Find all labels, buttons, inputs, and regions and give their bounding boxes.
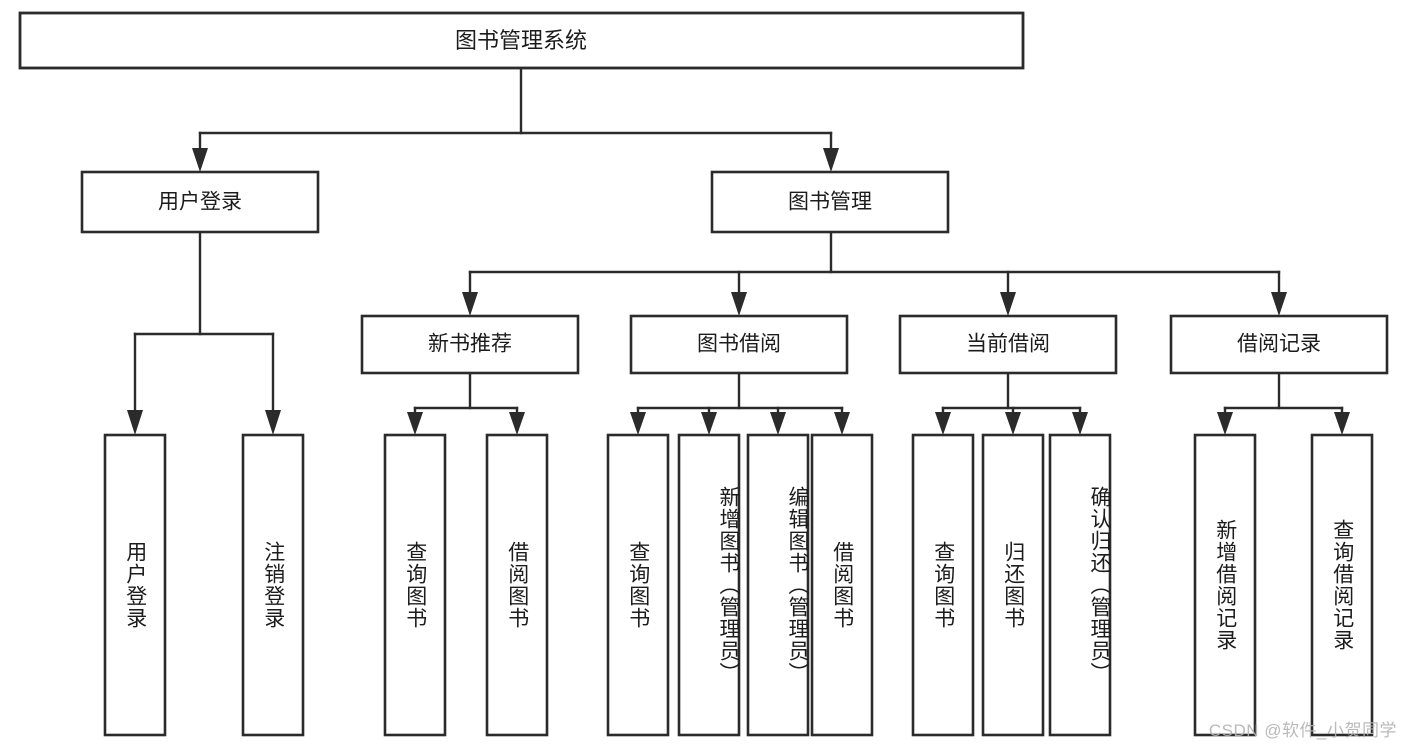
node-leaf-edit-book-admin-box[interactable]	[746, 433, 810, 737]
node-leaf-add-book-admin-box[interactable]	[677, 433, 741, 737]
node-user-login[interactable]: 用户登录	[80, 170, 320, 234]
arrowhead-user-login	[192, 148, 208, 172]
arrowhead-book-management	[823, 148, 839, 172]
arrowhead-leaf-confirm-return-admin	[1072, 412, 1088, 435]
node-borrow-record-label: 借阅记录	[1237, 333, 1321, 356]
node-book-borrow-box[interactable]	[629, 314, 849, 375]
arrowhead-book-borrow	[731, 292, 747, 316]
arrowhead-current-borrow	[1000, 292, 1016, 316]
node-leaf-borrow-book-box[interactable]	[810, 433, 874, 737]
node-new-book-recommend[interactable]: 新书推荐	[360, 314, 580, 375]
arrowhead-leaf-borrow-book	[834, 412, 850, 435]
arrowhead-leaf-user-login	[127, 410, 143, 435]
node-leaf-query-book-borrow-box[interactable]	[606, 433, 670, 737]
node-book-management[interactable]: 图书管理	[710, 170, 950, 234]
csdn-watermark: CSDN @软件_小贺同学	[1208, 721, 1397, 740]
arrowhead-new-book-recommend	[462, 292, 478, 316]
node-leaf-query-borrow-record-box[interactable]	[1310, 433, 1374, 737]
node-root-label: 图书管理系统	[455, 28, 587, 53]
node-new-book-recommend-label: 新书推荐	[428, 333, 512, 356]
arrowhead-leaf-borrow-book-recommend	[509, 412, 525, 435]
node-borrow-record[interactable]: 借阅记录	[1169, 314, 1389, 375]
leaf-boxes-layer	[103, 433, 1374, 737]
node-root[interactable]: 图书管理系统	[18, 11, 1025, 70]
arrowhead-leaf-query-book-current	[935, 412, 951, 435]
arrowhead-leaf-add-borrow-record	[1217, 412, 1233, 435]
arrowhead-leaf-edit-book-admin	[770, 412, 786, 435]
arrowhead-leaf-return-book	[1005, 412, 1021, 435]
arrowhead-borrow-record	[1271, 292, 1287, 316]
connector-layer	[127, 66, 1350, 435]
node-book-management-label: 图书管理	[788, 191, 872, 214]
node-leaf-borrow-book-recommend-box[interactable]	[485, 433, 549, 737]
node-current-borrow[interactable]: 当前借阅	[898, 314, 1118, 375]
arrowhead-leaf-query-book-borrow	[630, 412, 646, 435]
arrowhead-leaf-add-book-admin	[701, 412, 717, 435]
arrowhead-leaf-query-borrow-record	[1334, 412, 1350, 435]
node-leaf-confirm-return-admin-box[interactable]	[1048, 433, 1112, 737]
arrowhead-leaf-query-book-recommend	[407, 412, 423, 435]
node-new-book-recommend-box[interactable]	[360, 314, 580, 375]
node-leaf-add-borrow-record-box[interactable]	[1193, 433, 1257, 737]
node-root-box[interactable]	[18, 11, 1025, 70]
node-leaf-user-login-box[interactable]	[103, 433, 167, 737]
node-current-borrow-box[interactable]	[898, 314, 1118, 375]
node-book-borrow-label: 图书借阅	[697, 333, 781, 356]
node-book-management-box[interactable]	[710, 170, 950, 234]
node-leaf-return-book-box[interactable]	[981, 433, 1045, 737]
node-book-borrow[interactable]: 图书借阅	[629, 314, 849, 375]
node-borrow-record-box[interactable]	[1169, 314, 1389, 375]
node-user-login-box[interactable]	[80, 170, 320, 234]
node-leaf-logout-login-box[interactable]	[241, 433, 305, 737]
node-leaf-query-book-recommend-box[interactable]	[383, 433, 447, 737]
node-current-borrow-label: 当前借阅	[966, 333, 1050, 356]
node-leaf-query-book-current-box[interactable]	[911, 433, 975, 737]
node-user-login-label: 用户登录	[158, 191, 242, 214]
arrowhead-leaf-logout-login	[265, 410, 281, 435]
